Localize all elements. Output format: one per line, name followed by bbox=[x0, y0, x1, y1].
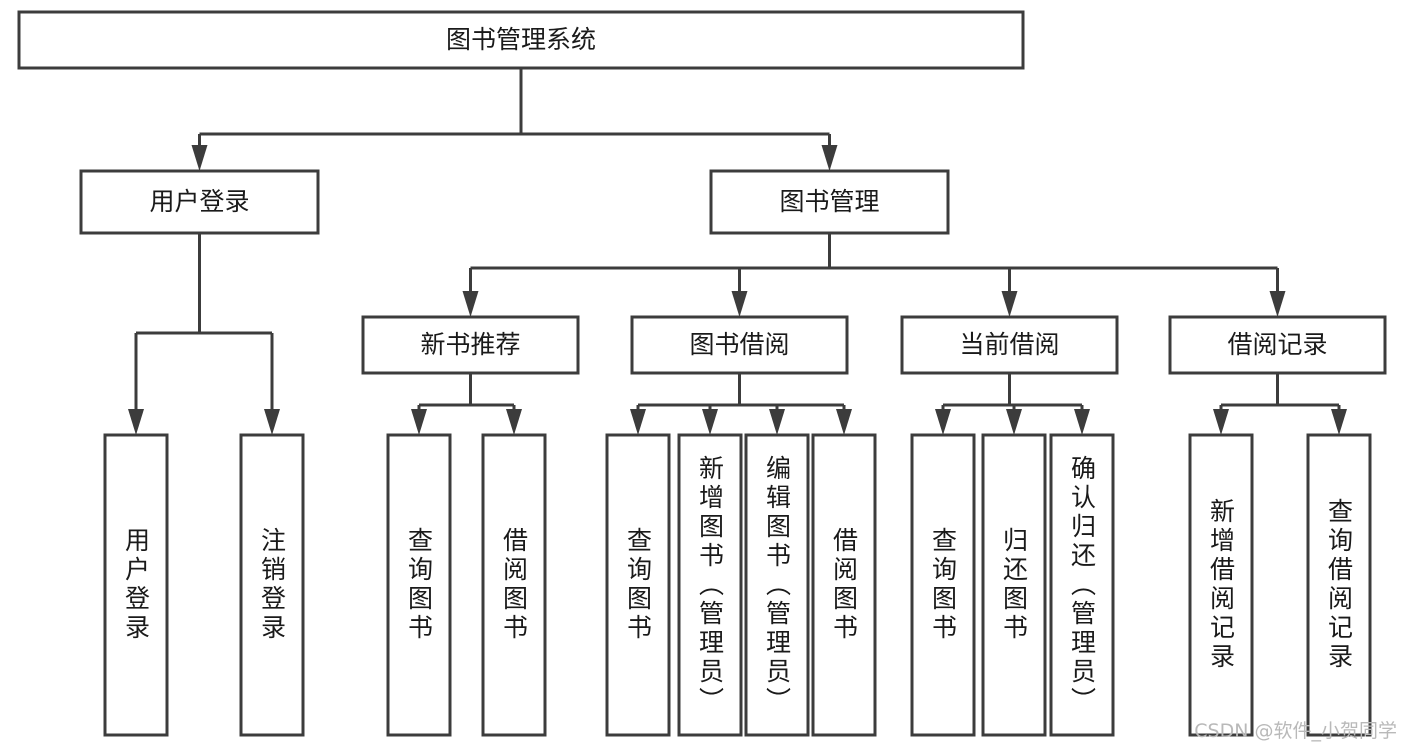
arrowhead-icon bbox=[1006, 409, 1022, 435]
node-box[interactable] bbox=[811, 433, 877, 737]
node-label: 图书管理系统 bbox=[446, 25, 596, 54]
arrowhead-icon bbox=[630, 409, 646, 435]
node-box[interactable] bbox=[630, 315, 849, 375]
arrowhead-icon bbox=[731, 291, 748, 317]
node-label: 新书推荐 bbox=[420, 330, 520, 359]
node-root[interactable]: 图书管理系统 bbox=[17, 10, 1025, 70]
node-box[interactable] bbox=[981, 433, 1047, 737]
node-leaf-borrow-book-2[interactable] bbox=[811, 433, 877, 737]
node-box[interactable] bbox=[103, 433, 169, 737]
node-current-borrow[interactable]: 当前借阅 bbox=[900, 315, 1119, 375]
node-box[interactable] bbox=[900, 315, 1119, 375]
arrowhead-icon bbox=[836, 409, 852, 435]
arrowhead-icon bbox=[264, 409, 280, 435]
node-book-manage[interactable]: 图书管理 bbox=[709, 169, 950, 235]
node-box[interactable] bbox=[1306, 433, 1372, 737]
node-leaf-edit-book-admin[interactable] bbox=[744, 433, 810, 737]
node-book-borrow[interactable]: 图书借阅 bbox=[630, 315, 849, 375]
node-leaf-query-book-1[interactable] bbox=[386, 433, 452, 737]
arrowhead-icon bbox=[1331, 409, 1347, 435]
arrowhead-icon bbox=[935, 409, 951, 435]
node-label: 当前借阅 bbox=[959, 330, 1059, 359]
arrowhead-icon bbox=[411, 409, 427, 435]
arrowhead-icon bbox=[1269, 291, 1286, 317]
node-box[interactable] bbox=[677, 433, 743, 737]
node-leaf-query-borrow-record[interactable] bbox=[1306, 433, 1372, 737]
node-leaf-return-book[interactable] bbox=[981, 433, 1047, 737]
arrowhead-icon bbox=[702, 409, 718, 435]
node-box[interactable] bbox=[361, 315, 580, 375]
node-leaf-query-book-3[interactable] bbox=[910, 433, 976, 737]
arrowhead-icon bbox=[1074, 409, 1090, 435]
node-box[interactable] bbox=[79, 169, 320, 235]
node-leaf-add-borrow-record[interactable] bbox=[1188, 433, 1254, 737]
node-label: 图书借阅 bbox=[689, 330, 789, 359]
arrowhead-icon bbox=[1213, 409, 1229, 435]
node-leaf-add-book-admin[interactable] bbox=[677, 433, 743, 737]
node-label: 用户登录 bbox=[149, 187, 249, 216]
node-leaf-borrow-book-1[interactable] bbox=[481, 433, 547, 737]
node-box[interactable] bbox=[910, 433, 976, 737]
arrowhead-icon bbox=[506, 409, 522, 435]
node-box[interactable] bbox=[1188, 433, 1254, 737]
node-label: 图书管理 bbox=[779, 187, 879, 216]
node-box[interactable] bbox=[239, 433, 305, 737]
node-box[interactable] bbox=[386, 433, 452, 737]
node-label: 借阅记录 bbox=[1227, 330, 1327, 359]
node-leaf-user-login[interactable] bbox=[103, 433, 169, 737]
node-box[interactable] bbox=[1168, 315, 1387, 375]
node-leaf-logout-login[interactable] bbox=[239, 433, 305, 737]
arrowhead-icon bbox=[128, 409, 144, 435]
node-new-book-recommend[interactable]: 新书推荐 bbox=[361, 315, 580, 375]
node-borrow-record[interactable]: 借阅记录 bbox=[1168, 315, 1387, 375]
node-leaf-confirm-return-admin[interactable] bbox=[1049, 433, 1115, 737]
arrowhead-icon bbox=[821, 145, 838, 171]
node-user-login[interactable]: 用户登录 bbox=[79, 169, 320, 235]
node-box[interactable] bbox=[481, 433, 547, 737]
arrowhead-icon bbox=[462, 291, 479, 317]
node-box[interactable] bbox=[1049, 433, 1115, 737]
arrowhead-icon bbox=[191, 145, 208, 171]
node-box[interactable] bbox=[17, 10, 1025, 70]
node-box[interactable] bbox=[709, 169, 950, 235]
node-box[interactable] bbox=[605, 433, 671, 737]
arrowhead-icon bbox=[1001, 291, 1018, 317]
node-leaf-query-book-2[interactable] bbox=[605, 433, 671, 737]
arrowhead-icon bbox=[769, 409, 785, 435]
node-box[interactable] bbox=[744, 433, 810, 737]
